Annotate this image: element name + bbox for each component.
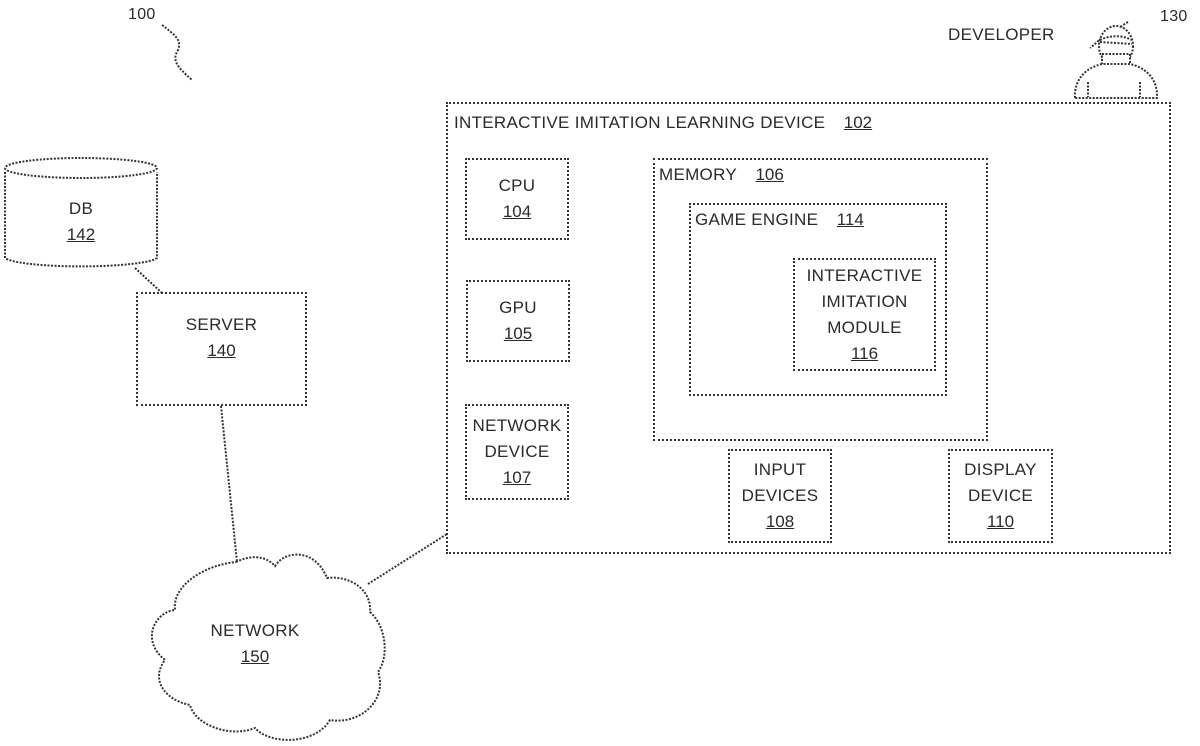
db-ref: 142 <box>67 222 95 248</box>
network-device-link <box>368 534 447 584</box>
module-label-3: MODULE <box>827 315 902 341</box>
developer-ref: 130 <box>1160 4 1188 30</box>
cpu-ref: 104 <box>503 199 531 225</box>
network-device-node: NETWORK DEVICE 107 <box>465 404 569 500</box>
network-node: NETWORK 150 <box>180 618 330 670</box>
server-node: SERVER 140 <box>136 292 307 406</box>
display-device-label-2: DEVICE <box>968 483 1033 509</box>
developer-label: DEVELOPER <box>948 22 1055 48</box>
gpu-label: GPU <box>499 295 537 321</box>
display-device-node: DISPLAY DEVICE 110 <box>948 449 1053 543</box>
memory-label: MEMORY <box>659 165 737 184</box>
device-label: INTERACTIVE IMITATION LEARNING DEVICE <box>454 113 825 132</box>
network-device-ref: 107 <box>503 465 531 491</box>
network-device-label-1: NETWORK <box>473 413 562 439</box>
db-node: DB 142 <box>5 196 157 248</box>
gpu-node: GPU 105 <box>466 280 570 362</box>
game-engine-label: GAME ENGINE <box>695 210 818 229</box>
server-label: SERVER <box>186 312 257 338</box>
cpu-node: CPU 104 <box>465 158 569 240</box>
device-ref: 102 <box>844 113 872 132</box>
db-label: DB <box>69 196 93 222</box>
figure-ref: 100 <box>128 2 156 28</box>
interactive-imitation-module-node: INTERACTIVE IMITATION MODULE 116 <box>793 258 936 371</box>
game-engine-ref: 114 <box>837 210 864 229</box>
gpu-ref: 105 <box>504 321 532 347</box>
input-devices-label-1: INPUT <box>754 457 807 483</box>
input-devices-ref: 108 <box>766 509 794 535</box>
display-device-label-1: DISPLAY <box>964 457 1037 483</box>
network-label: NETWORK <box>211 618 300 644</box>
module-ref: 116 <box>851 341 878 367</box>
figure-ref-leader <box>162 25 192 80</box>
server-network-link <box>221 406 237 562</box>
input-devices-label-2: DEVICES <box>742 483 819 509</box>
server-ref: 140 <box>207 338 235 364</box>
network-device-label-2: DEVICE <box>484 439 549 465</box>
display-device-ref: 110 <box>987 509 1014 535</box>
network-ref: 150 <box>241 644 269 670</box>
memory-ref: 106 <box>755 165 783 184</box>
cpu-label: CPU <box>499 173 536 199</box>
developer-icon <box>1075 26 1157 98</box>
module-label-1: INTERACTIVE <box>807 263 923 289</box>
input-devices-node: INPUT DEVICES 108 <box>728 449 832 543</box>
db-server-link <box>135 268 162 293</box>
module-label-2: IMITATION <box>821 289 907 315</box>
